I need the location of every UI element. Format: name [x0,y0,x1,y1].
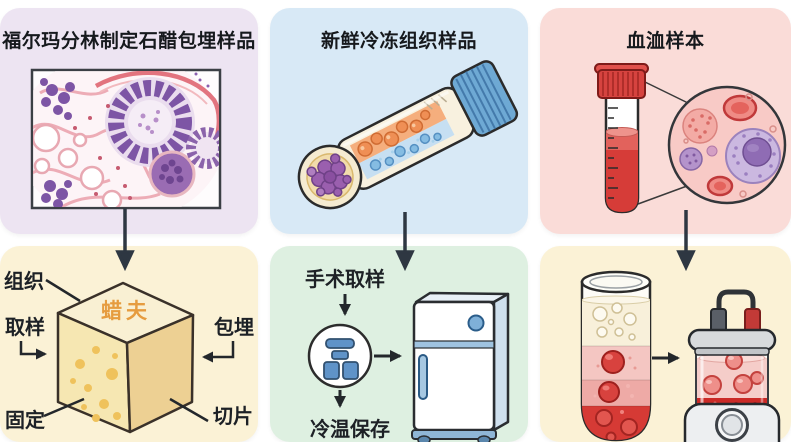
label-embedding: 包埋 [214,315,254,339]
tissue-container-icon [307,323,373,389]
ffpe-title: 福尔玛分林制定石醋包埋样品 [2,31,256,52]
panel-blood-process [540,246,791,442]
blood-separation-illustration [580,270,781,442]
frozen-title: 新鲜冷冻组织样品 [320,31,477,52]
blood-smear-view [667,85,787,205]
blood-sample-illustration [594,63,787,214]
label-fixing: 固定 [5,408,45,432]
step-surgical-sampling: 手术取样 [305,267,385,291]
histology-image [30,68,222,210]
panel-frozen-process: 手术取样 冷温保存 [270,246,528,442]
step-cold-storage: 冷温保存 [310,417,390,441]
wax-block-label: 蜡夫 [101,299,151,323]
wax-pores [70,346,121,422]
blood-title: 血洫样本 [626,31,705,52]
magnifier-lines [637,81,689,205]
panel-blood-sample: 血洫样本 [540,8,791,234]
frozen-flow-illustration: 手术取样 冷温保存 [305,267,510,442]
cryotube-illustration [297,60,519,210]
wax-block-illustration: 蜡夫 组织 取样 固定 包埋 切片 [4,269,254,434]
centrifuge-icon [683,289,781,442]
panel-frozen-sample: 新鲜冷冻组织样品 [270,8,528,234]
panel-ffpe-sample: 福尔玛分林制定石醋包埋样品 [0,8,258,234]
blood-tube-icon [594,63,649,214]
refrigerator-icon [411,291,510,442]
label-sampling: 取样 [5,315,45,339]
cryotube-cap-icon [450,60,519,137]
label-sectioning: 切片 [213,405,253,428]
label-tissue: 组织 [4,269,44,293]
flow-connectors [334,294,402,408]
panel-paraffin-process: 蜡夫 组织 取样 固定 包埋 切片 [0,246,258,442]
layered-tube-icon [580,270,652,442]
process-connectors [19,278,235,423]
